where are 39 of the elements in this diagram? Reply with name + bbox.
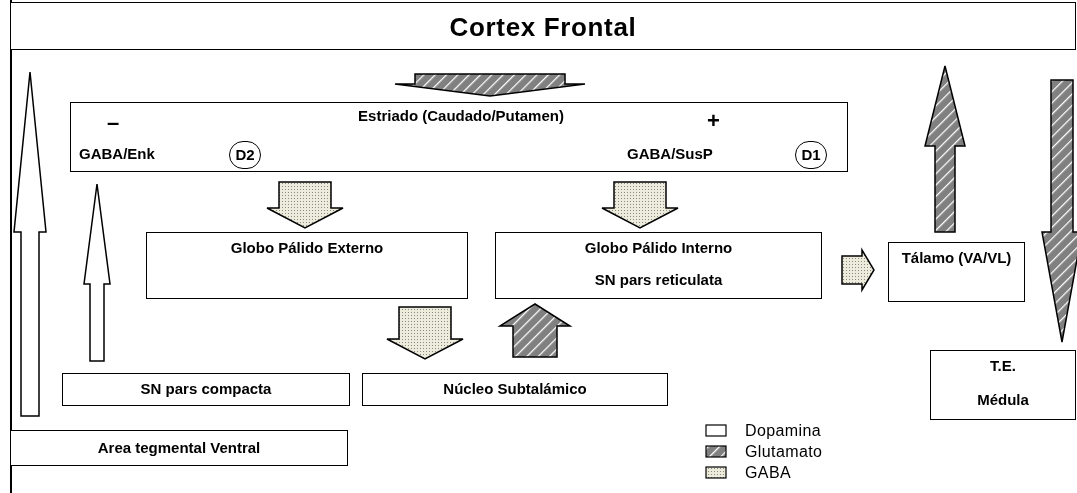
region-label: Núcleo Subtalámico <box>443 380 587 399</box>
legend-label: GABA <box>745 465 792 481</box>
region-label: T.E. <box>989 357 1017 376</box>
receptor-label: D2 <box>235 145 255 165</box>
region-label: Globo Pálido Externo <box>229 239 385 258</box>
block-arrow <box>266 181 344 229</box>
region-box <box>495 232 822 299</box>
region-box <box>362 373 668 406</box>
region-box <box>888 242 1025 302</box>
region-label: Médula <box>976 391 1030 410</box>
block-arrow <box>1041 79 1077 343</box>
region-label: SN pars reticulata <box>593 271 724 290</box>
block-arrow <box>497 303 573 358</box>
region-box <box>62 373 350 406</box>
region-box <box>70 102 848 172</box>
region-label: Tálamo (VA/VL) <box>900 249 1013 268</box>
region-label: Globo Pálido Interno <box>583 239 734 258</box>
region-label: Estriado (Caudado/Putamen) <box>357 107 565 126</box>
block-arrow <box>386 306 464 360</box>
region-label: Cortex Frontal <box>448 11 638 44</box>
region-label: Area tegmental Ventral <box>97 438 261 458</box>
region-box <box>10 430 348 466</box>
block-arrow <box>841 247 875 293</box>
neurotransmitter-label: GABA/Enk <box>79 145 155 164</box>
block-arrow <box>394 73 586 97</box>
region-box <box>146 232 468 299</box>
region-label: SN pars compacta <box>140 380 272 399</box>
region-box <box>930 350 1076 420</box>
block-arrow <box>13 71 47 417</box>
neurotransmitter-label: GABA/SusP <box>627 145 713 164</box>
sign-label: – <box>107 109 120 137</box>
receptor-label: D1 <box>801 145 821 165</box>
legend-label: Dopamina <box>745 423 822 439</box>
region-box <box>10 2 1076 50</box>
block-arrow <box>83 183 111 362</box>
sign-label: + <box>707 107 720 135</box>
block-arrow <box>601 181 679 229</box>
legend-label: Glutamato <box>745 444 823 460</box>
block-arrow <box>924 65 966 233</box>
